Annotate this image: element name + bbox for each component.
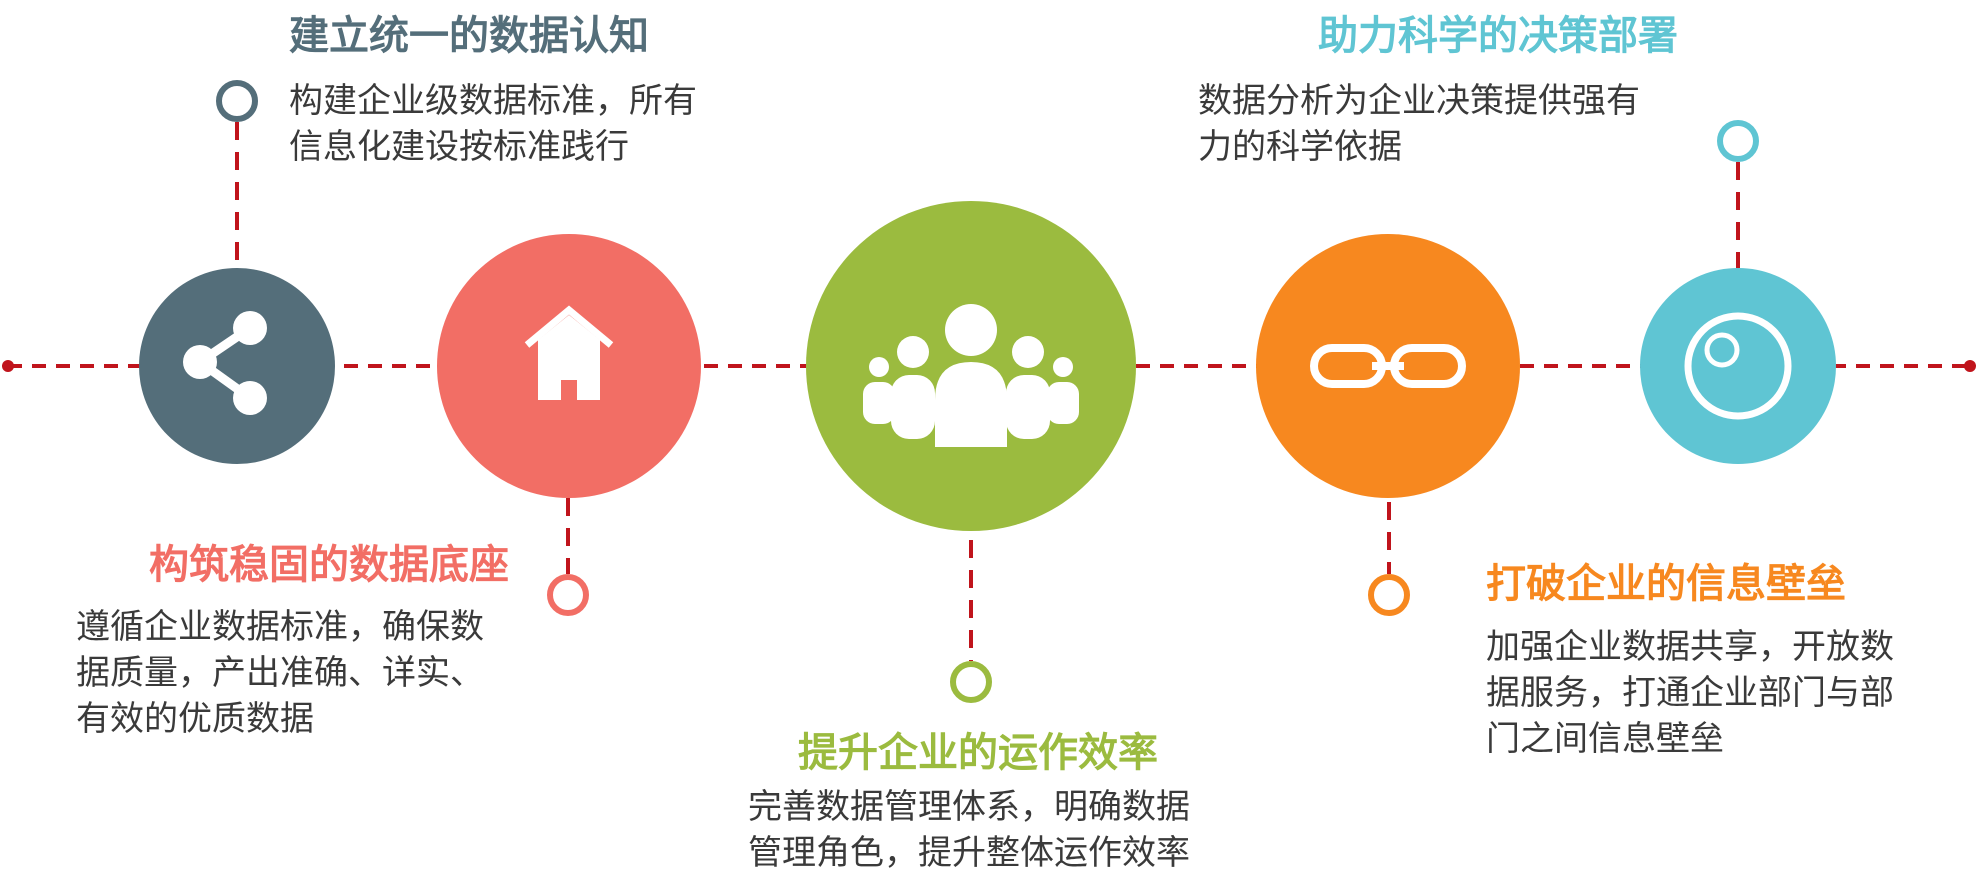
ring-4 (1368, 574, 1410, 616)
item-4-description: 加强企业数据共享，开放数 据服务，打通企业部门与部 门之间信息壁垒 (1486, 624, 1894, 762)
axis-end-dot (1964, 360, 1976, 372)
item-1-title: 建立统一的数据认知 (289, 13, 649, 59)
house-icon (524, 305, 614, 400)
item-4-title: 打破企业的信息壁垒 (1486, 561, 1846, 607)
item-4-line: 据服务，打通企业部门与部 (1486, 673, 1894, 713)
item-2-description: 遵循企业数据标准，确保数 据质量，产出准确、详实、 有效的优质数据 (76, 604, 484, 742)
axis-start-dot (2, 360, 14, 372)
ring-1 (216, 80, 258, 122)
item-5-line: 数据分析为企业决策提供强有 (1198, 81, 1640, 121)
item-2-line: 有效的优质数据 (76, 699, 314, 739)
item-4-line: 门之间信息壁垒 (1486, 719, 1724, 759)
item-3-line: 管理角色，提升整体运作效率 (748, 833, 1190, 873)
people-icon (863, 304, 1079, 447)
target-icon (1684, 312, 1792, 420)
item-2-line: 遵循企业数据标准，确保数 (76, 607, 484, 647)
ring-3 (950, 661, 992, 703)
item-5-title: 助力科学的决策部署 (1318, 13, 1678, 59)
item-1-line: 信息化建设按标准践行 (289, 127, 629, 167)
item-3-description: 完善数据管理体系，明确数据 管理角色，提升整体运作效率 (748, 784, 1190, 876)
item-2-title: 构筑稳固的数据底座 (149, 542, 509, 588)
link-icon (1310, 344, 1466, 388)
circle-target (1640, 268, 1836, 464)
circle-share (139, 268, 335, 464)
ring-2 (547, 574, 589, 616)
item-3-title: 提升企业的运作效率 (798, 730, 1158, 776)
item-5-description: 数据分析为企业决策提供强有 力的科学依据 (1198, 78, 1640, 170)
item-4-line: 加强企业数据共享，开放数 (1486, 627, 1894, 667)
item-1-description: 构建企业级数据标准，所有 信息化建设按标准践行 (289, 78, 697, 170)
item-3-line: 完善数据管理体系，明确数据 (748, 787, 1190, 827)
item-2-line: 据质量，产出准确、详实、 (76, 653, 484, 693)
item-5-line: 力的科学依据 (1198, 127, 1402, 167)
item-1-line: 构建企业级数据标准，所有 (289, 81, 697, 121)
share-icon (183, 311, 267, 415)
ring-5 (1717, 120, 1759, 162)
